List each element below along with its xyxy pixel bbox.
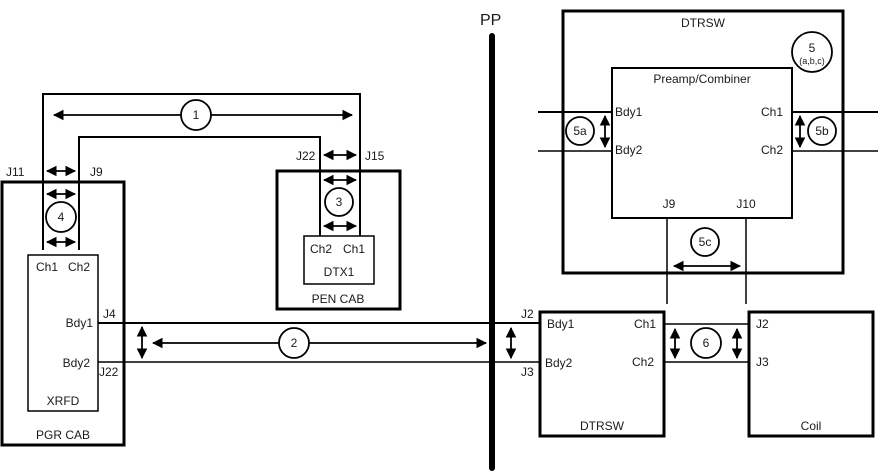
svg-text:5a: 5a <box>573 124 587 138</box>
dtrsw-lower-box <box>538 310 666 438</box>
svg-text:1: 1 <box>193 108 200 122</box>
connector-j22-pgr: J22 <box>99 365 119 379</box>
marker-2: 2 <box>278 327 310 359</box>
preamp-port-ch2: Ch2 <box>761 143 783 157</box>
svg-text:6: 6 <box>703 336 710 350</box>
dtrsw-lower-port-bdy2: Bdy2 <box>545 356 573 370</box>
xrfd-port-bdy2: Bdy2 <box>63 356 91 370</box>
dtrsw-lower-port-ch2: Ch2 <box>632 355 654 369</box>
connector-j11: J11 <box>6 165 25 179</box>
marker-4: 4 <box>45 201 77 233</box>
dtrsw-upper-box <box>561 9 845 275</box>
coil-box <box>747 310 875 438</box>
patch-panel-label: PP <box>480 12 501 29</box>
pen-cab-box <box>275 169 402 311</box>
marker-6: 6 <box>690 327 722 359</box>
cable-inner-j9-j22 <box>78 136 321 250</box>
marker-5a: 5a <box>565 116 595 146</box>
dtrsw-lower-port-bdy1: Bdy1 <box>547 317 575 331</box>
svg-text:(a,b,c): (a,b,c) <box>799 56 825 66</box>
connector-j2-dtrsw: J2 <box>521 307 534 321</box>
preamp-port-j9: J9 <box>663 197 676 211</box>
marker-1: 1 <box>180 99 212 131</box>
preamp-port-j10: J10 <box>736 197 756 211</box>
marker-5: 5 (a,b,c) <box>791 31 833 73</box>
dtrsw-upper-label: DTRSW <box>681 16 726 30</box>
svg-text:5: 5 <box>809 41 816 55</box>
connector-j4: J4 <box>103 307 116 321</box>
dtx1-port-ch1: Ch1 <box>343 242 365 256</box>
connector-j22-pen: J22 <box>296 149 316 163</box>
marker-5c: 5c <box>690 227 720 257</box>
preamp-combiner-label: Preamp/Combiner <box>653 72 750 86</box>
xrfd-label: XRFD <box>47 394 80 408</box>
connector-j15: J15 <box>365 149 385 163</box>
pgr-cab-box <box>0 180 126 447</box>
svg-text:5c: 5c <box>699 235 712 249</box>
pen-cab-label: PEN CAB <box>312 292 365 306</box>
dtx1-port-ch2: Ch2 <box>310 242 332 256</box>
svg-text:3: 3 <box>336 195 343 209</box>
coil-port-j2: J2 <box>756 317 769 331</box>
xrfd-box <box>27 254 99 412</box>
svg-text:4: 4 <box>58 210 65 224</box>
dtrsw-lower-label: DTRSW <box>580 419 625 433</box>
svg-text:5b: 5b <box>815 124 829 138</box>
xrfd-port-ch1: Ch1 <box>36 260 58 274</box>
preamp-combiner-box <box>611 67 793 219</box>
connector-j9: J9 <box>90 165 103 179</box>
marker-3: 3 <box>324 187 354 217</box>
dtx1-label: DTX1 <box>324 265 355 279</box>
preamp-port-bdy1: Bdy1 <box>615 105 643 119</box>
cable-outer-j11-j15 <box>42 93 361 250</box>
connector-j3-dtrsw: J3 <box>521 365 534 379</box>
xrfd-port-ch2: Ch2 <box>68 260 90 274</box>
preamp-port-bdy2: Bdy2 <box>615 143 643 157</box>
coil-port-j3: J3 <box>756 355 769 369</box>
dtrsw-lower-port-ch1: Ch1 <box>634 317 656 331</box>
pgr-cab-label: PGR CAB <box>36 428 90 442</box>
coil-label: Coil <box>801 419 822 433</box>
xrfd-port-bdy1: Bdy1 <box>66 316 94 330</box>
dtx1-box <box>303 235 375 285</box>
preamp-port-ch1: Ch1 <box>761 105 783 119</box>
marker-5b: 5b <box>807 116 837 146</box>
svg-text:2: 2 <box>291 336 298 350</box>
